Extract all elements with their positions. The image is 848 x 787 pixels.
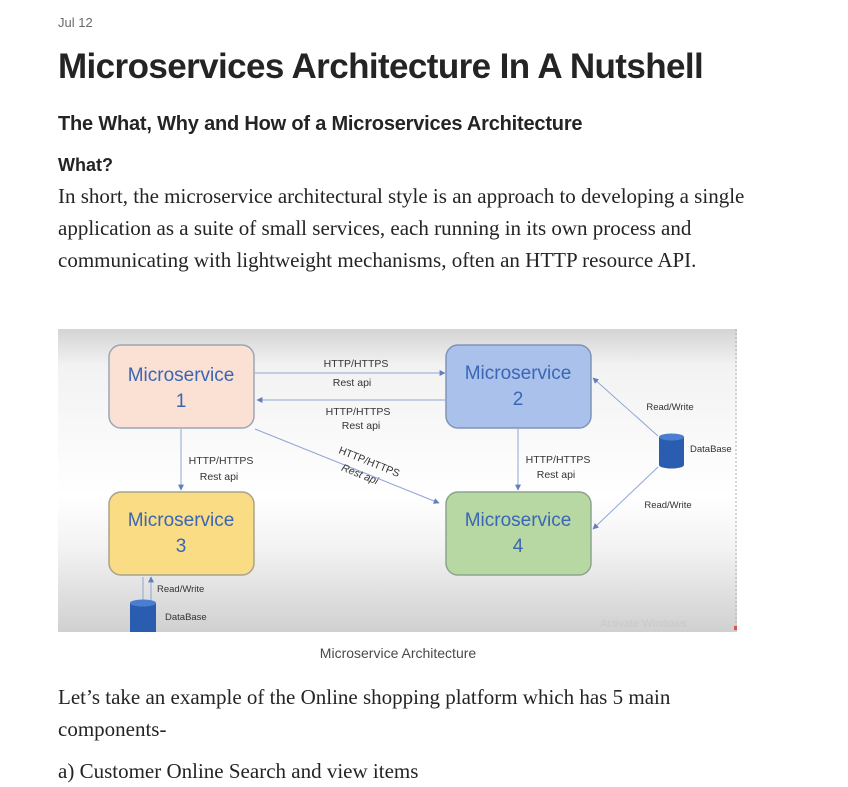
- microservice-2-node: Microservice 2: [445, 344, 592, 429]
- article-title: Microservices Architecture In A Nutshell: [58, 47, 704, 86]
- list-item-a: a) Customer Online Search and view items: [58, 759, 419, 783]
- microservice-3-name: Microservice: [128, 510, 235, 531]
- microservice-1-number: 1: [176, 391, 187, 412]
- label-db-s4-readwrite: Read/Write: [644, 500, 691, 511]
- label-db-s2-readwrite: Read/Write: [646, 402, 693, 413]
- figure-caption: Microservice Architecture: [319, 645, 477, 661]
- label-s2-s4-protocol: HTTP/HTTPS: [526, 454, 591, 466]
- microservice-4-node: Microservice 4: [445, 491, 592, 576]
- database-bottom-icon: [130, 599, 156, 632]
- label-s1-s2-protocol: HTTP/HTTPS: [324, 358, 389, 370]
- label-s3-db-readwrite: Read/Write: [157, 584, 204, 595]
- arrow-db-to-s4: [592, 466, 659, 530]
- label-database-right: DataBase: [690, 444, 732, 455]
- label-s2-s1-api: Rest api: [342, 420, 381, 432]
- publish-date: Jul 12: [58, 15, 93, 30]
- windows-watermark: Activate Windows: [600, 618, 687, 630]
- architecture-diagram[interactable]: Microservice 1 Microservice 2 Microservi…: [58, 329, 737, 632]
- section-heading-what: What?: [58, 155, 113, 175]
- label-database-bottom: DataBase: [165, 612, 207, 623]
- article-subtitle: The What, Why and How of a Microservices…: [58, 113, 583, 135]
- arrow-db-to-s2: [592, 377, 659, 437]
- label-s1-s3-protocol: HTTP/HTTPS: [189, 455, 254, 467]
- paragraph-what: In short, the microservice architectural…: [58, 184, 745, 272]
- arrow-s1-to-s4: [254, 428, 440, 504]
- microservice-2-name: Microservice: [465, 363, 572, 384]
- label-s1-s2-api: Rest api: [333, 377, 372, 389]
- corner-mark: [734, 626, 737, 630]
- microservice-3-number: 3: [176, 536, 187, 557]
- label-s1-s3-api: Rest api: [200, 471, 239, 483]
- microservice-3-node: Microservice 3: [108, 491, 255, 576]
- microservice-4-number: 4: [513, 536, 524, 557]
- microservice-4-name: Microservice: [465, 510, 572, 531]
- label-s2-s4-api: Rest api: [537, 469, 576, 481]
- paragraph-example: Let’s take an example of the Online shop…: [58, 685, 671, 741]
- microservice-1-name: Microservice: [128, 365, 235, 386]
- microservice-1-node: Microservice 1: [108, 344, 255, 429]
- microservice-2-number: 2: [513, 389, 524, 410]
- label-s2-s1-protocol: HTTP/HTTPS: [326, 406, 391, 418]
- database-right-icon: [659, 433, 684, 469]
